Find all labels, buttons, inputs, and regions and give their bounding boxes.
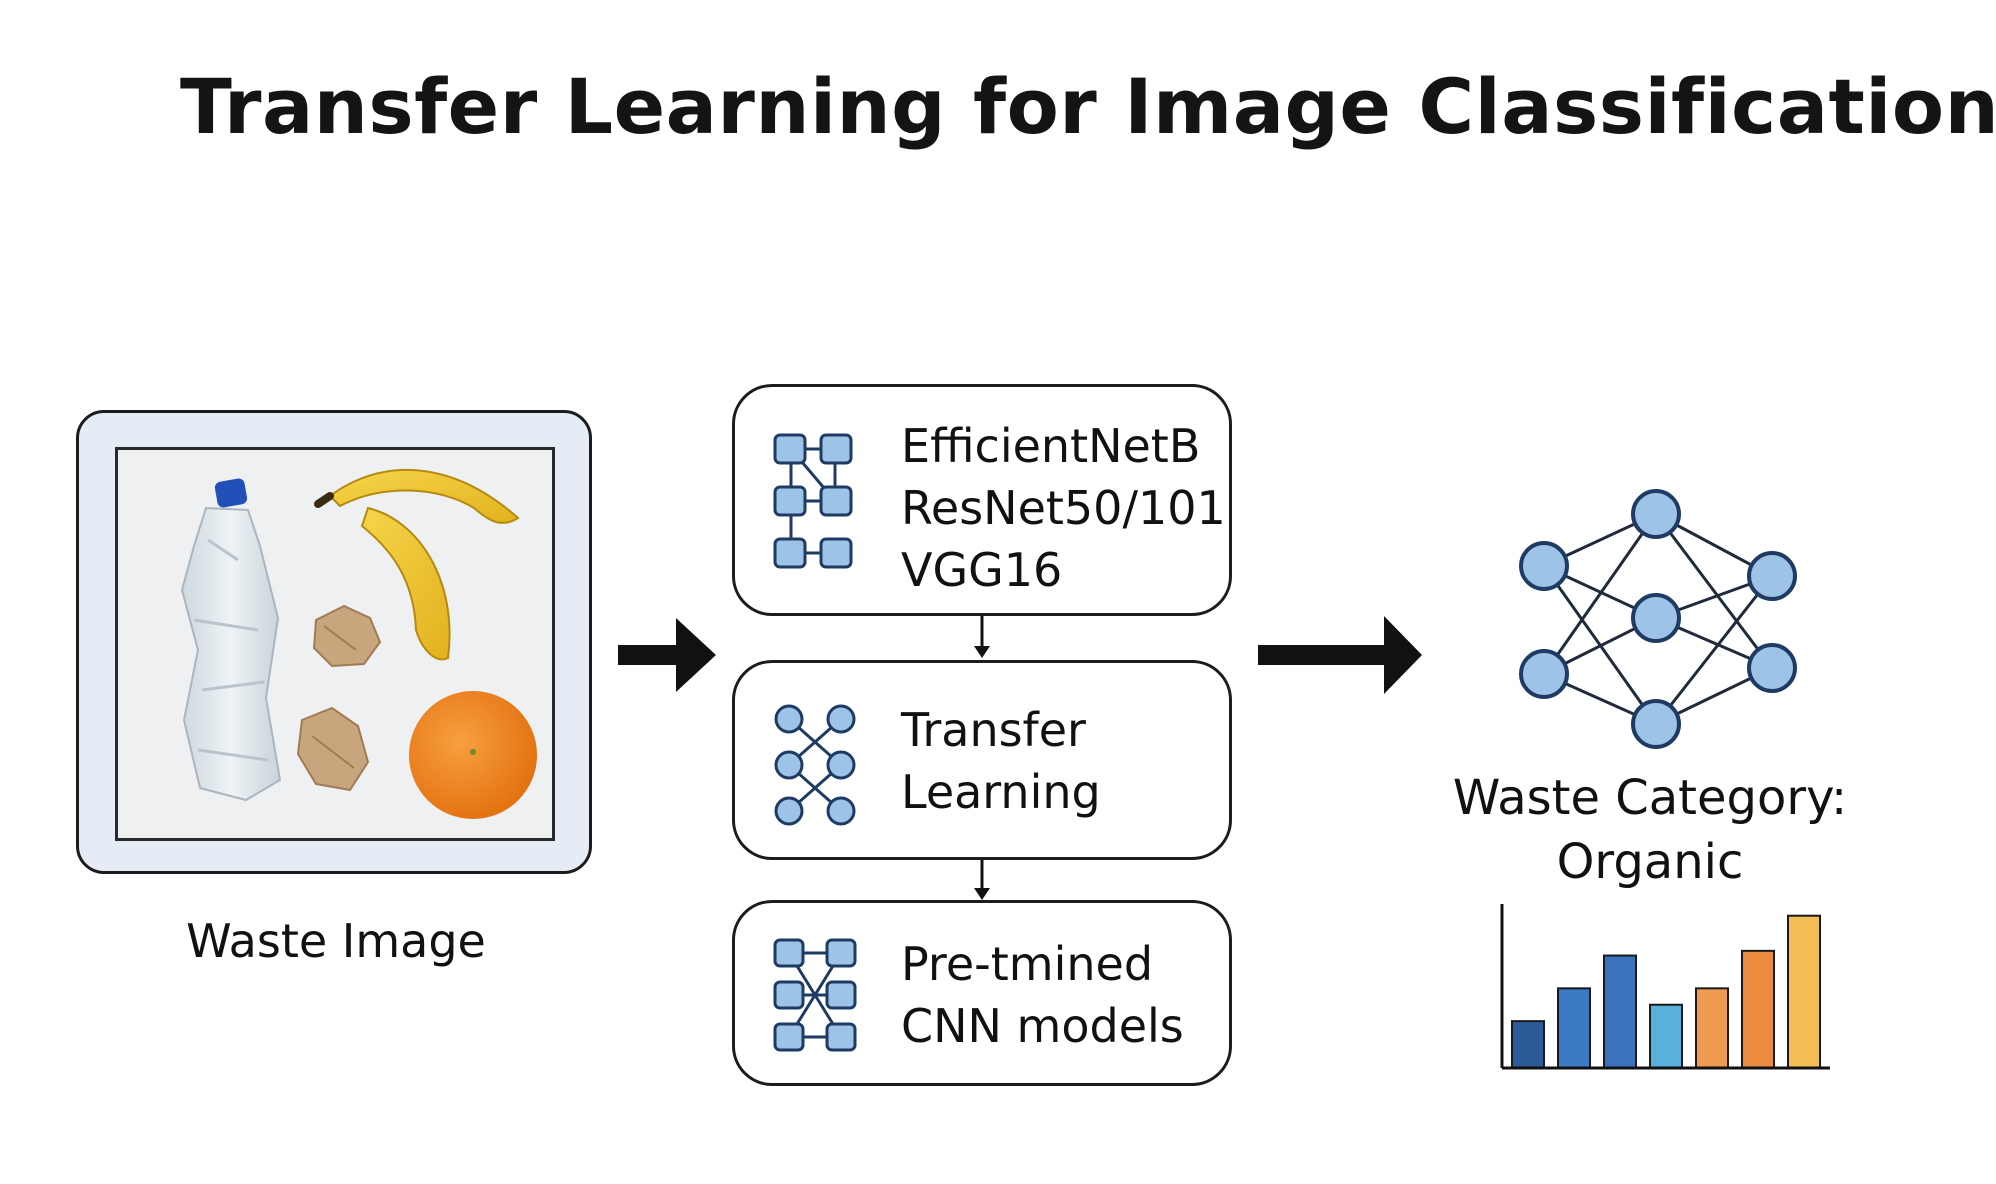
architecture-efficientnet: EfficientNetB xyxy=(901,419,1201,473)
class-probability-chart xyxy=(1500,904,1830,1070)
waste-items-illustration xyxy=(180,468,537,819)
transfer-learning-box: Transfer Learning xyxy=(732,660,1232,860)
architecture-resnet: ResNet50/101 xyxy=(901,481,1226,535)
architecture-vgg: VGG16 xyxy=(901,543,1063,597)
pretrained-models-box: Pre-tmined CNN models xyxy=(732,900,1232,1086)
neural-network-icon xyxy=(1519,489,1797,749)
chart-bar-7 xyxy=(1787,914,1821,1070)
network-grid-icon xyxy=(773,433,853,569)
chart-bar-2 xyxy=(1557,987,1591,1069)
cross-network-icon xyxy=(774,704,856,826)
banana-icon xyxy=(314,468,520,661)
arrow-models-to-output-icon xyxy=(1258,616,1422,694)
crumpled-paper-icon xyxy=(296,604,382,792)
chart-bar-4 xyxy=(1649,1003,1683,1069)
waste-category-result: Waste Category: Organic xyxy=(1430,766,1870,894)
pretrained-line-2: CNN models xyxy=(901,999,1184,1053)
category-value: Organic xyxy=(1556,834,1744,890)
waste-image-frame xyxy=(76,410,592,874)
diagram-title: Transfer Learning for Image Classificati… xyxy=(180,62,1996,151)
arrow-box2-to-box3-icon xyxy=(974,860,990,900)
architectures-box: EfficientNetB ResNet50/101 VGG16 xyxy=(732,384,1232,616)
chart-bars xyxy=(1511,914,1821,1070)
method-line-1: Transfer xyxy=(901,703,1086,757)
arrow-box1-to-box2-icon xyxy=(974,616,990,658)
method-line-2: Learning xyxy=(901,765,1101,819)
orange-icon xyxy=(409,691,537,819)
arrow-input-to-models-icon xyxy=(618,618,716,692)
chart-bar-1 xyxy=(1511,1020,1545,1070)
category-label: Waste Category: xyxy=(1452,770,1848,826)
plastic-bottle-icon xyxy=(180,478,282,802)
chart-bar-3 xyxy=(1603,954,1637,1070)
pretrained-line-1: Pre-tmined xyxy=(901,937,1154,991)
waste-image xyxy=(115,447,555,841)
chart-bar-5 xyxy=(1695,987,1729,1069)
chart-bar-6 xyxy=(1741,949,1775,1070)
layered-network-icon xyxy=(773,938,857,1052)
waste-image-label: Waste Image xyxy=(186,914,486,968)
